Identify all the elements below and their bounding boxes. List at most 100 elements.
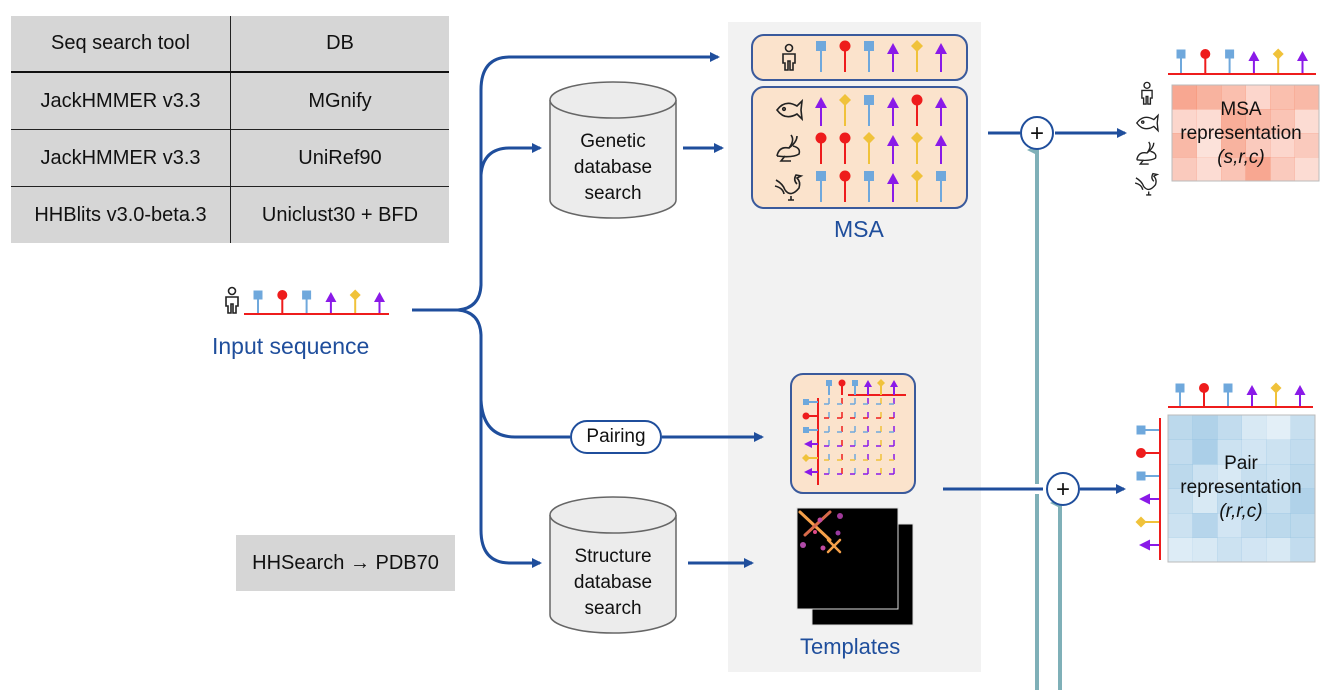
square-blue-residue-icon xyxy=(826,380,832,395)
pair-rep-cell xyxy=(1290,488,1316,514)
pair-rep-cell xyxy=(1290,439,1316,465)
pair-rep-cell xyxy=(1290,415,1316,440)
pair-rep-cell xyxy=(1290,464,1316,489)
circle-red-residue-icon xyxy=(1199,383,1209,406)
msa-rep-cell xyxy=(1221,109,1246,134)
triangle-purple-residue-icon xyxy=(935,43,947,72)
table-header-db: DB xyxy=(230,16,449,73)
template-search-label: HHSearch → PDB70 xyxy=(236,535,455,591)
label-line: Genetic xyxy=(580,131,646,152)
msa-rep-cell xyxy=(1294,157,1320,182)
branch-lower xyxy=(457,308,542,568)
rabbit-icon xyxy=(1136,141,1157,165)
table-header-row: Seq search tool DB xyxy=(11,16,449,73)
plus-icon: + xyxy=(1056,476,1070,503)
msa-rep-cell xyxy=(1221,133,1246,158)
pair-rep-cell xyxy=(1241,488,1267,514)
pair-rep-cell xyxy=(1266,513,1291,538)
genetic-database-cylinder xyxy=(549,81,677,219)
pair-rep-cell xyxy=(1266,488,1291,514)
triangle-purple-residue-icon xyxy=(935,97,947,126)
triangle-purple-residue-icon xyxy=(325,292,337,313)
pair-rep-cell xyxy=(1217,537,1242,563)
pair-rep-cell xyxy=(1192,513,1218,538)
pairing-node: Pairing xyxy=(570,420,662,454)
pair-rep-cell xyxy=(1192,464,1218,489)
square-blue-residue-icon xyxy=(803,399,818,405)
pair-rep-cell xyxy=(1217,415,1242,440)
triangle-purple-residue-icon xyxy=(1139,539,1159,551)
structure-database-label: Structure database search xyxy=(548,544,678,622)
msa-rep-cell xyxy=(1270,85,1295,110)
msa-rep-cell xyxy=(1221,85,1246,110)
plus-icon: + xyxy=(1030,120,1044,147)
pair-rep-cell xyxy=(1168,488,1193,514)
triangle-purple-residue-icon xyxy=(1294,385,1306,406)
label-line: database xyxy=(573,572,653,593)
table-cell-tool: HHBlits v3.0-beta.3 xyxy=(11,186,231,243)
label-line: (s,r,c) xyxy=(1217,147,1265,168)
triangle-purple-residue-icon xyxy=(815,97,827,126)
diamond-yellow-residue-icon xyxy=(839,94,851,126)
msa-rep-cell xyxy=(1294,109,1320,134)
triangle-purple-residue-icon xyxy=(887,135,899,164)
diamond-yellow-residue-icon xyxy=(911,40,923,72)
msa-label: MSA xyxy=(834,216,884,242)
triangle-purple-residue-icon xyxy=(890,380,898,395)
sequence-search-table: Seq search tool DB JackHMMER v3.3 MGnify… xyxy=(11,16,449,243)
msa-rep-cell xyxy=(1172,133,1197,158)
pair-rep-cell xyxy=(1290,537,1316,563)
triangle-purple-residue-icon xyxy=(1139,493,1159,505)
square-blue-residue-icon xyxy=(816,171,826,202)
table-row: JackHMMER v3.3 MGnify xyxy=(11,72,449,130)
pair-rep-cell xyxy=(1241,513,1267,538)
diamond-yellow-residue-icon xyxy=(911,170,923,202)
table-cell-tool: JackHMMER v3.3 xyxy=(11,129,231,187)
square-blue-residue-icon xyxy=(1175,383,1185,406)
table-header-tool: Seq search tool xyxy=(11,16,231,73)
triangle-purple-residue-icon xyxy=(804,440,818,448)
label-line: representation xyxy=(1180,477,1302,498)
pair-rep-cell xyxy=(1217,488,1242,514)
square-blue-residue-icon xyxy=(803,427,818,433)
square-blue-residue-icon xyxy=(864,41,874,72)
circle-red-residue-icon xyxy=(839,170,851,202)
square-blue-residue-icon xyxy=(1223,383,1233,406)
pair-rep-cell xyxy=(1241,415,1267,440)
input-sequence-label: Input sequence xyxy=(212,333,370,359)
square-blue-residue-icon xyxy=(864,95,874,126)
label-line: representation xyxy=(1180,123,1302,144)
circle-red-residue-icon xyxy=(277,290,288,313)
pair-rep-cell xyxy=(1168,513,1193,538)
square-blue-residue-icon xyxy=(852,380,858,395)
pair-rep-cell xyxy=(1266,537,1291,563)
msa-rep-cell xyxy=(1172,109,1197,134)
triangle-purple-residue-icon xyxy=(887,173,899,202)
square-blue-residue-icon xyxy=(1136,425,1159,435)
diamond-yellow-residue-icon xyxy=(1270,382,1282,406)
msa-representation-label: MSA representation (s,r,c) xyxy=(1162,98,1320,170)
diamond-yellow-residue-icon xyxy=(349,289,361,313)
msa-rep-cell xyxy=(1172,157,1197,182)
label-line: database xyxy=(573,157,653,178)
fish-icon xyxy=(1135,113,1159,133)
square-blue-residue-icon xyxy=(1136,471,1159,481)
pair-rep-cell xyxy=(1241,464,1267,489)
label-line: Pair xyxy=(1224,453,1258,474)
msa-rep-cell xyxy=(1221,157,1246,182)
diamond-yellow-residue-icon xyxy=(911,132,923,164)
templates-stack xyxy=(796,507,914,626)
triangle-purple-residue-icon xyxy=(374,292,385,313)
circle-red-residue-icon xyxy=(838,379,846,395)
label-line: search xyxy=(584,183,642,204)
structure-database-cylinder xyxy=(549,496,677,634)
circle-red-residue-icon xyxy=(802,412,818,420)
branch-pairing xyxy=(479,399,570,439)
plus-node-pair: + xyxy=(1046,472,1080,506)
pair-rep-cell xyxy=(1241,537,1267,563)
rabbit-icon xyxy=(776,134,801,162)
msa-rep-cell xyxy=(1294,133,1320,158)
diamond-yellow-residue-icon xyxy=(1135,516,1159,528)
triangle-purple-residue-icon xyxy=(1246,385,1258,406)
table-cell-tool: JackHMMER v3.3 xyxy=(11,72,231,130)
